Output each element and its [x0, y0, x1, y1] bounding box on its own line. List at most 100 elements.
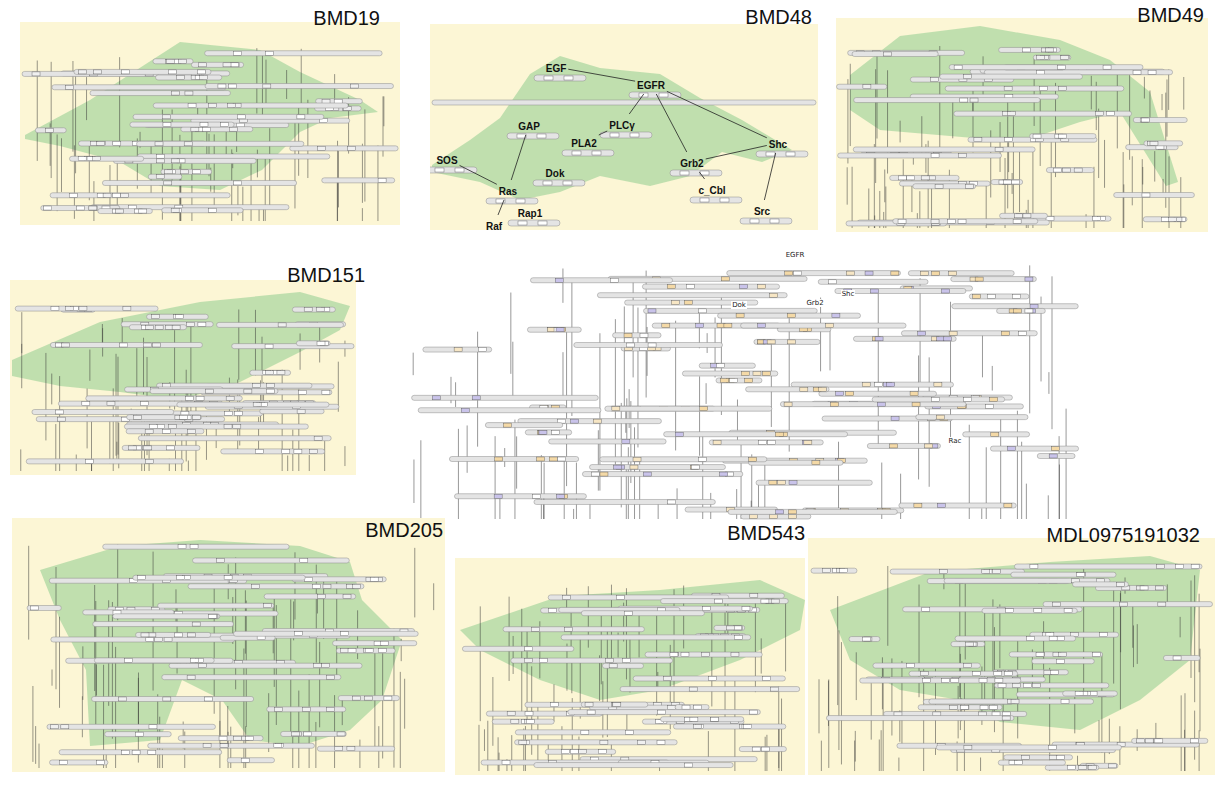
panel-title: BMD151 — [287, 264, 365, 286]
site-box — [1150, 141, 1158, 145]
site-box — [32, 72, 40, 76]
molecule-bar — [1046, 168, 1094, 173]
molecule-bar — [515, 740, 678, 745]
site-box — [1045, 48, 1053, 52]
site-box — [234, 736, 242, 740]
site-box — [616, 595, 624, 599]
site-box — [986, 404, 994, 408]
interaction-line — [433, 583, 434, 610]
site-box — [943, 337, 951, 341]
site-box — [630, 465, 638, 469]
molecule-bar — [26, 459, 183, 464]
site-box — [1012, 683, 1020, 687]
molecule-bar — [709, 440, 823, 445]
site-box — [228, 104, 236, 108]
site-box — [220, 744, 228, 748]
site-box — [964, 397, 972, 401]
site-box — [912, 402, 920, 406]
molecule-bar — [454, 494, 586, 499]
site-box — [370, 577, 378, 581]
site-box — [548, 608, 556, 612]
molecule-bar — [485, 423, 562, 428]
molecule-bar — [158, 603, 274, 608]
site-box — [275, 707, 283, 711]
site-box — [1051, 447, 1059, 451]
site-box — [624, 333, 632, 337]
molecule-bar — [675, 705, 709, 710]
interaction-lines — [479, 585, 786, 771]
site-box — [800, 387, 808, 391]
site-box — [192, 622, 200, 626]
site-box — [524, 659, 532, 663]
molecule-bar — [129, 325, 186, 330]
map-panel: BMD19 — [20, 22, 400, 225]
molecule-bar — [756, 480, 872, 485]
interaction-line — [710, 493, 711, 519]
site-box — [865, 271, 873, 275]
site-box — [539, 430, 547, 434]
site-box — [906, 664, 914, 668]
interaction-lines — [29, 544, 434, 768]
site-box — [973, 294, 981, 298]
site-box — [1037, 652, 1045, 656]
molecule-bar — [901, 331, 1037, 336]
molecule-bar — [890, 175, 959, 180]
site-box — [565, 627, 573, 631]
interaction-line — [39, 744, 40, 768]
site-box — [188, 633, 196, 637]
gene-label: EGFR — [785, 251, 806, 259]
molecule-bar — [94, 658, 214, 663]
site-box — [593, 419, 601, 423]
site-box — [163, 123, 171, 127]
interaction-line — [1052, 276, 1053, 429]
molecule-bar — [462, 646, 573, 651]
site-box — [79, 307, 87, 311]
site-box — [255, 449, 263, 453]
site-box — [322, 99, 330, 103]
interaction-line — [568, 69, 635, 81]
site-box — [178, 545, 186, 549]
interaction-lines — [413, 265, 1066, 519]
molecule-bar — [105, 732, 172, 737]
interaction-line — [1017, 411, 1018, 519]
interaction-line — [404, 679, 405, 729]
molecule-bar — [322, 178, 395, 183]
site-box — [184, 142, 192, 146]
site-box — [1030, 304, 1038, 308]
site-box — [696, 324, 704, 328]
panel-title: BMD205 — [365, 519, 443, 541]
interaction-line — [458, 429, 459, 519]
site-box — [598, 750, 606, 754]
molecule-bar — [562, 150, 614, 156]
molecule-bar — [998, 760, 1065, 765]
molecule-bar — [780, 402, 966, 407]
site-box — [326, 707, 334, 711]
site-box — [1089, 766, 1097, 770]
site-box — [898, 219, 906, 223]
site-box — [145, 429, 153, 433]
molecule-bar — [670, 170, 722, 176]
site-box — [206, 389, 214, 393]
site-box — [681, 653, 689, 657]
interaction-line — [495, 436, 496, 519]
interaction-line — [242, 187, 243, 221]
interaction-line — [61, 138, 62, 192]
site-box — [730, 378, 738, 382]
site-box — [1034, 609, 1042, 613]
interaction-lines — [847, 46, 1184, 228]
interaction-line — [980, 757, 981, 771]
site-box — [826, 324, 834, 328]
molecule-bar — [92, 696, 254, 701]
site-box — [980, 705, 988, 709]
gene-label: Ras — [498, 186, 518, 197]
gene-label: Shc — [841, 290, 856, 298]
site-box — [1036, 652, 1044, 656]
site-box — [1048, 745, 1056, 749]
molecule-bar — [264, 594, 356, 599]
molecule-bar — [191, 62, 243, 67]
site-box — [758, 285, 766, 289]
site-box — [265, 371, 273, 375]
interaction-line — [950, 302, 951, 445]
site-box — [571, 419, 579, 423]
molecule-bar — [290, 146, 398, 151]
